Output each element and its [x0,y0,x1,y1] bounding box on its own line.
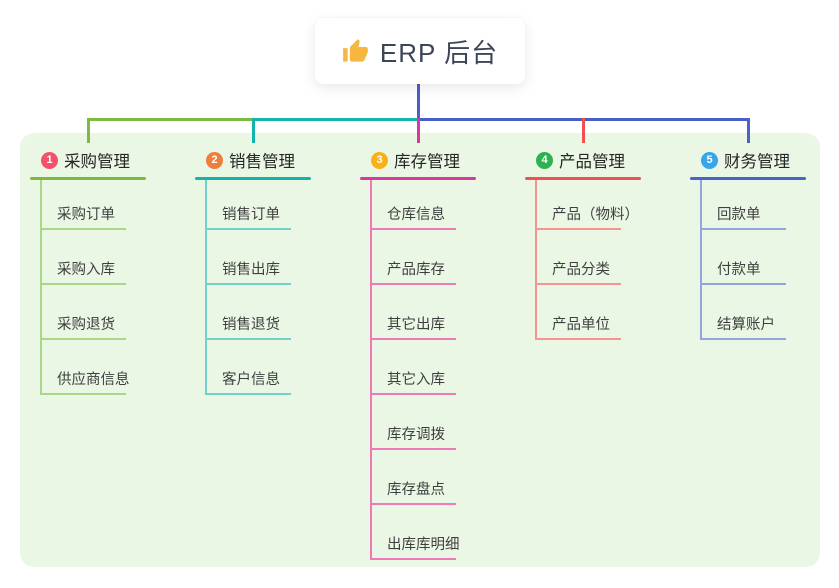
branch-underline-2 [195,177,311,180]
branch-title-2[interactable]: 销售管理 [229,153,295,171]
root-node[interactable]: ERP 后台 [315,18,525,84]
branch-item-underline [535,338,621,340]
branch-item-underline [700,283,786,285]
branch-item-label[interactable]: 结算账户 [717,317,775,333]
branch-item-label[interactable]: 销售退货 [222,317,280,333]
branch-title-5[interactable]: 财务管理 [724,153,790,171]
branch-item-underline [370,558,456,560]
branch-underline-3 [360,177,476,180]
branch-drop-connector-2 [252,118,255,143]
branch-badge-3: 3 [371,152,388,169]
branch-item-underline [205,283,291,285]
thumbs-up-icon [342,38,369,65]
branch-item-label[interactable]: 其它入库 [387,372,445,388]
branch-underline-5 [690,177,806,180]
branch-child-line-1 [40,180,42,395]
branch-title-3[interactable]: 库存管理 [394,153,460,171]
branch-item-underline [40,338,126,340]
branch-item-label[interactable]: 销售出库 [222,262,280,278]
root-title: ERP 后台 [379,37,499,68]
branch-item-underline [535,283,621,285]
branch-item-label[interactable]: 付款单 [717,262,761,278]
branch-item-label[interactable]: 客户信息 [222,372,280,388]
branch-drop-connector-1 [87,118,90,143]
branch-item-label[interactable]: 销售订单 [222,207,280,223]
branch-item-underline [370,448,456,450]
branch-item-label[interactable]: 仓库信息 [387,207,445,223]
branch-badge-2: 2 [206,152,223,169]
bus-connector-mid [252,118,417,121]
branch-item-underline [205,228,291,230]
branch-item-underline [205,393,291,395]
branch-badge-1: 1 [41,152,58,169]
branch-item-label[interactable]: 库存盘点 [387,482,445,498]
branch-item-underline [370,338,456,340]
branch-item-label[interactable]: 采购入库 [57,262,115,278]
branch-item-underline [370,503,456,505]
branch-item-underline [535,228,621,230]
branch-badge-4: 4 [536,152,553,169]
branch-underline-4 [525,177,641,180]
branch-item-label[interactable]: 库存调拨 [387,427,445,443]
branch-item-underline [700,228,786,230]
branch-item-underline [370,393,456,395]
branch-drop-connector-5 [747,118,750,143]
branch-child-line-2 [205,180,207,395]
branch-title-4[interactable]: 产品管理 [559,153,625,171]
branch-child-line-3 [370,180,372,560]
branch-item-label[interactable]: 回款单 [717,207,761,223]
branch-item-label[interactable]: 其它出库 [387,317,445,333]
branch-item-underline [700,338,786,340]
branch-item-label[interactable]: 产品库存 [387,262,445,278]
group-panel [20,133,820,567]
branch-item-underline [40,393,126,395]
branch-drop-connector-3 [417,118,420,143]
branch-item-label[interactable]: 产品（物料） [552,207,639,223]
branch-item-underline [370,228,456,230]
branch-item-underline [370,283,456,285]
branch-item-label[interactable]: 产品分类 [552,262,610,278]
branch-item-underline [40,228,126,230]
branch-child-line-4 [535,180,537,340]
branch-item-label[interactable]: 产品单位 [552,317,610,333]
branch-item-underline [40,283,126,285]
bus-connector-left [87,118,252,121]
branch-item-label[interactable]: 供应商信息 [57,372,130,388]
branch-item-label[interactable]: 采购订单 [57,207,115,223]
branch-underline-1 [30,177,146,180]
branch-title-1[interactable]: 采购管理 [64,153,130,171]
branch-drop-connector-4 [582,118,585,143]
branch-item-label[interactable]: 出库库明细 [387,537,460,553]
branch-item-underline [205,338,291,340]
branch-item-label[interactable]: 采购退货 [57,317,115,333]
branch-child-line-5 [700,180,702,340]
branch-badge-5: 5 [701,152,718,169]
trunk-connector [417,84,420,120]
